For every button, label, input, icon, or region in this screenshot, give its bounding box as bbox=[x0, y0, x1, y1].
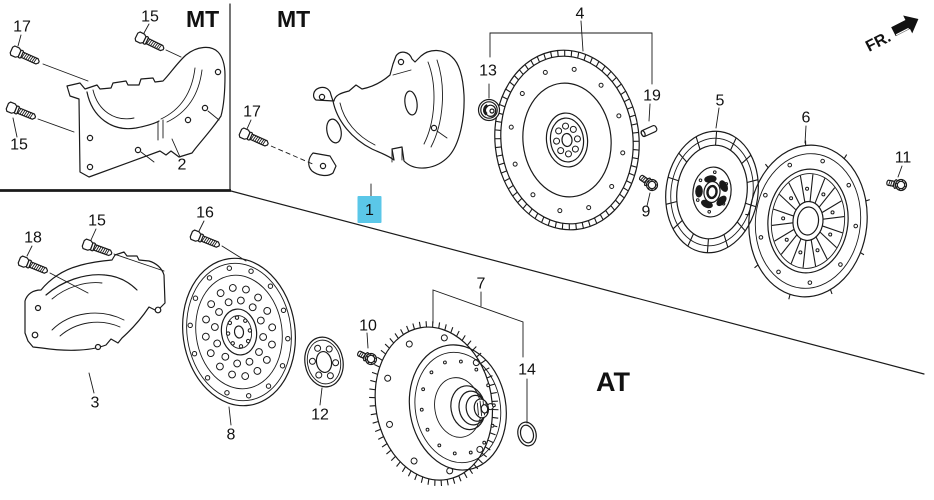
bolt-17-main bbox=[237, 126, 271, 150]
bolt-15-inset-left bbox=[4, 100, 38, 123]
part-13-bearing-drawing bbox=[477, 98, 501, 122]
part-8-drive-plate-drawing bbox=[181, 257, 297, 407]
callout-4[interactable]: 4 bbox=[576, 6, 585, 23]
bolt-17-inset bbox=[8, 44, 42, 68]
inset-box-border bbox=[0, 3, 231, 192]
callout-1-selected[interactable]: 1 bbox=[357, 196, 382, 223]
part-1-drawing bbox=[308, 49, 465, 177]
at-label: AT bbox=[596, 367, 630, 397]
bracket-7 bbox=[432, 289, 524, 358]
part-7-torque-converter-drawing bbox=[369, 321, 507, 487]
part-3-drawing bbox=[24, 251, 166, 351]
bolt-18 bbox=[16, 254, 50, 277]
callout-12[interactable]: 12 bbox=[311, 407, 329, 424]
callout-19[interactable]: 19 bbox=[643, 88, 661, 105]
part-4-flywheel-drawing bbox=[494, 49, 640, 231]
callout-1-highlight[interactable] bbox=[357, 196, 382, 223]
part-12-washer-drawing bbox=[304, 336, 344, 388]
callout-11[interactable]: 11 bbox=[895, 150, 912, 167]
callout-6[interactable]: 6 bbox=[802, 110, 811, 127]
fr-direction-indicator: FR. bbox=[863, 15, 919, 56]
fr-label: FR. bbox=[863, 29, 894, 56]
callout-3[interactable]: 3 bbox=[91, 395, 100, 412]
bolt-11 bbox=[885, 176, 908, 192]
bolt-9 bbox=[636, 171, 661, 194]
bolt-17-leader-dashed bbox=[270, 145, 316, 166]
callout-5[interactable]: 5 bbox=[716, 93, 725, 110]
callout-2[interactable]: 2 bbox=[178, 157, 187, 174]
callout-16[interactable]: 16 bbox=[196, 205, 214, 222]
part-19-dowel-pin-drawing bbox=[640, 125, 658, 138]
part-6-pressure-plate-drawing bbox=[745, 140, 870, 300]
callout-17-main[interactable]: 17 bbox=[243, 104, 261, 121]
bolt-16 bbox=[188, 228, 222, 251]
bolt-15-bottom bbox=[80, 237, 114, 259]
part-5-clutch-disc-drawing bbox=[665, 130, 759, 254]
bracket-4 bbox=[489, 20, 653, 85]
callout-9[interactable]: 9 bbox=[642, 204, 651, 221]
callout-7[interactable]: 7 bbox=[477, 276, 486, 293]
bolt-10 bbox=[355, 347, 379, 367]
callout-13[interactable]: 13 bbox=[479, 63, 497, 80]
inset-mt-label: MT bbox=[186, 6, 219, 32]
callout-10[interactable]: 10 bbox=[359, 318, 377, 335]
fr-arrow-icon bbox=[891, 15, 919, 37]
leader-lines bbox=[12, 23, 903, 426]
part-14-o-ring-drawing bbox=[517, 421, 537, 447]
mt-at-separator-line bbox=[230, 190, 925, 375]
callout-15-inset-top[interactable]: 15 bbox=[141, 9, 159, 26]
callout-15-bottom[interactable]: 15 bbox=[88, 213, 106, 230]
main-mt-label: MT bbox=[277, 6, 310, 32]
part-2-drawing bbox=[66, 46, 226, 178]
bolt-15-inset-top bbox=[133, 30, 167, 55]
callout-15-inset-left[interactable]: 15 bbox=[10, 137, 28, 154]
callout-1-number[interactable]: 1 bbox=[365, 202, 374, 219]
callout-17-inset[interactable]: 17 bbox=[13, 19, 31, 36]
callout-8[interactable]: 8 bbox=[227, 427, 236, 444]
callout-14[interactable]: 14 bbox=[518, 362, 536, 379]
callout-18[interactable]: 18 bbox=[24, 230, 42, 247]
